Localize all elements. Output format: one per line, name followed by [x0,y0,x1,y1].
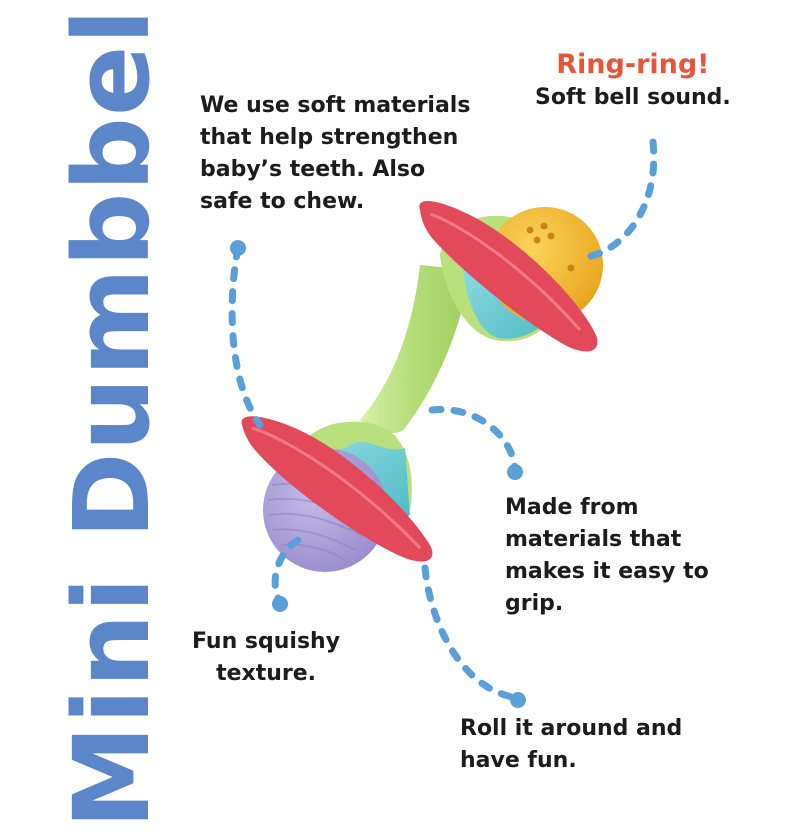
callout-line: have fun. [460,748,577,773]
callout-line: grip. [505,591,564,616]
callout-materials: We use soft materials that help strength… [200,90,470,218]
top-ring [419,200,598,352]
callout-line: safe to chew. [200,189,365,214]
callout-line: We use soft materials [200,93,471,118]
leader-materials [228,244,264,429]
callout-line: that help strengthen [200,125,459,150]
callout-line: baby’s teeth. Also [200,157,426,182]
callout-line: Fun squishy [192,629,341,654]
callout-bell-headline: Ring-ring! [556,49,710,80]
callout-bell: Ring-ring! Soft bell sound. [535,48,731,114]
leader-roll [421,564,522,702]
callout-line: makes it easy to [505,559,709,584]
callout-line: Made from [505,495,639,520]
leader-bell [576,138,658,262]
bottom-ring [241,416,433,562]
product-infographic: Mini Dumbbell [51,0,731,829]
callout-grip: Made from materials that makes it easy t… [505,492,709,620]
callout-line: Roll it around and [460,716,683,741]
callout-line: texture. [216,661,316,686]
handle-body [360,265,470,434]
callout-line: materials that [505,527,682,552]
callout-texture: Fun squishy texture. [192,626,340,690]
callout-bell-line: Soft bell sound. [535,85,731,110]
dumbbell-illustration [228,138,658,708]
leader-grip [428,406,519,476]
callout-roll: Roll it around and have fun. [460,713,682,777]
